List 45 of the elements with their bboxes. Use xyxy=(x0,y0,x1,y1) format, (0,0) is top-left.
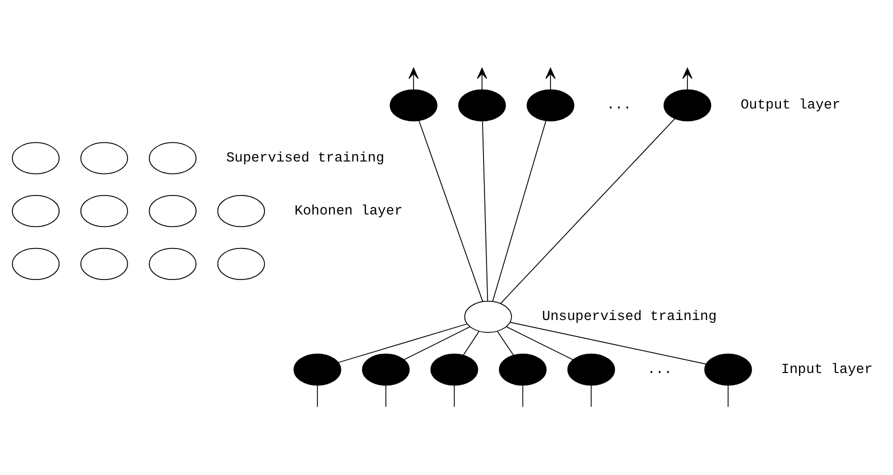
connector xyxy=(338,323,468,363)
connector xyxy=(500,118,676,304)
label: Output layer xyxy=(740,98,840,114)
connector xyxy=(385,384,386,408)
node-circle xyxy=(148,142,196,174)
connector xyxy=(418,120,484,302)
node-circle xyxy=(12,195,60,228)
node-circle xyxy=(80,195,128,228)
node-circle xyxy=(217,248,265,280)
connector xyxy=(462,330,480,356)
node-circle xyxy=(217,195,265,228)
connector xyxy=(316,384,318,408)
node-circle xyxy=(498,354,547,386)
label: Unsupervised training xyxy=(542,309,717,326)
label: ... xyxy=(647,362,672,378)
node-circle xyxy=(458,89,506,122)
node-circle xyxy=(430,354,478,386)
node-circle xyxy=(664,89,712,122)
connector xyxy=(404,326,470,360)
label: Input layer xyxy=(781,362,873,378)
node-circle xyxy=(390,89,438,122)
node-circle xyxy=(148,195,196,228)
connector xyxy=(492,120,546,302)
node-circle xyxy=(12,142,60,174)
connector xyxy=(454,384,455,408)
node-circle xyxy=(526,89,574,122)
connector xyxy=(510,322,706,364)
label: Supervised training xyxy=(226,150,384,167)
connector xyxy=(728,384,729,408)
label: ... xyxy=(606,98,632,114)
node-circle xyxy=(464,300,512,333)
node-circle xyxy=(80,248,128,280)
node-circle xyxy=(148,248,196,280)
node-circle xyxy=(704,354,752,386)
node-circle xyxy=(362,354,410,386)
connector xyxy=(590,384,592,408)
label: Kohonen layer xyxy=(294,203,403,220)
connector xyxy=(482,120,488,302)
node-circle xyxy=(12,248,60,280)
node-circle xyxy=(80,142,128,174)
connector xyxy=(522,384,524,408)
connector xyxy=(506,326,574,360)
node-circle xyxy=(567,354,616,386)
node-circle xyxy=(294,354,342,386)
connector xyxy=(496,330,514,356)
